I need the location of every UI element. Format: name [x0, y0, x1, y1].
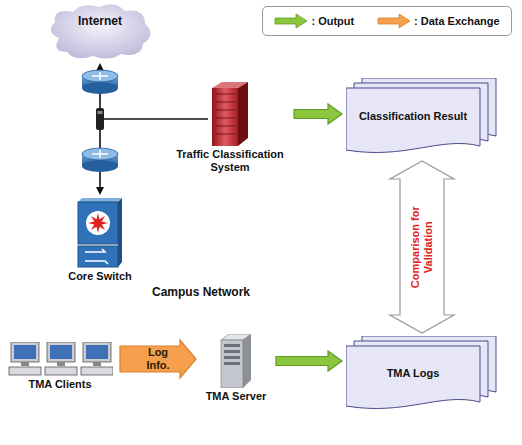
node-label: TMA Server [200, 390, 272, 403]
shape [118, 198, 122, 267]
cloud-shape [45, 2, 155, 60]
shape [215, 126, 235, 127]
pc-icon [9, 342, 41, 375]
connector-arrow [120, 340, 196, 378]
pc-icon [45, 342, 77, 375]
shape [78, 202, 118, 244]
node-cloud1: Internet [45, 2, 155, 60]
node-label: TMA Clients [4, 378, 116, 391]
node-docs: TMA Logs [346, 336, 498, 414]
shape [78, 246, 118, 267]
node-label: TMA Logs [350, 346, 476, 400]
shape [224, 362, 240, 365]
shape [221, 340, 243, 388]
shape [238, 82, 248, 146]
shape [88, 213, 108, 233]
legend-arrow-sample [377, 13, 411, 29]
shape [57, 362, 65, 366]
shape [85, 249, 108, 264]
node-docs: Classification Result [346, 78, 498, 158]
node-label: Core Switch [50, 270, 150, 283]
shape [45, 367, 77, 375]
client-pcs-icon [7, 342, 113, 376]
node-redserver: Traffic Classification System [170, 82, 290, 173]
connector-arrow [276, 351, 342, 371]
shape [215, 118, 235, 119]
node-label: Classification Result [350, 88, 476, 144]
node-label: Traffic Classification System [170, 148, 290, 173]
shape [50, 345, 72, 359]
legend-item: : Data Exchange [377, 13, 500, 29]
connector-arrow [294, 104, 342, 124]
shape [275, 14, 307, 28]
shape [51, 4, 151, 58]
shape [215, 94, 235, 95]
shape [215, 102, 235, 103]
shape [11, 342, 39, 362]
shape [243, 334, 251, 388]
legend-box: : Output : Data Exchange [262, 6, 512, 36]
shape [86, 345, 108, 359]
switch-icon [77, 198, 123, 268]
connector-arrow [390, 161, 454, 333]
shape [224, 344, 240, 347]
shape [93, 362, 101, 366]
shape [78, 198, 122, 202]
tap-line [100, 118, 208, 120]
node-pcs: TMA Clients [4, 342, 116, 391]
shape [86, 211, 110, 235]
legend-item: : Output [274, 13, 354, 29]
node-switch: Core Switch [50, 198, 150, 283]
server-icon [208, 82, 252, 146]
shape [224, 350, 240, 353]
router-symbol [82, 148, 118, 172]
node-label: Campus Network [146, 286, 256, 300]
document-page [346, 346, 480, 408]
shape [378, 14, 410, 28]
shape [81, 367, 113, 375]
shape [40, 167, 349, 344]
shape [21, 362, 29, 366]
shape [83, 342, 111, 362]
node-server: TMA Server [200, 334, 272, 403]
shape [14, 345, 36, 359]
shape [215, 134, 235, 135]
shape [224, 356, 240, 359]
shape [212, 88, 238, 146]
node-cloud2: Campus Network [28, 160, 363, 352]
network-tap [96, 108, 104, 130]
router-symbol [82, 70, 118, 94]
node-label: Internet [45, 15, 155, 29]
shape [47, 342, 75, 362]
legend-text: : Output [311, 15, 354, 28]
edge-label: Log Info. [139, 346, 177, 372]
shape [215, 110, 235, 111]
document-page [346, 88, 480, 152]
edge-label: Comparison for Validation [409, 182, 435, 312]
legend-text: : Data Exchange [414, 15, 500, 28]
cloud-shape [28, 160, 363, 352]
legend-arrow-sample [274, 13, 308, 29]
server-icon [219, 334, 253, 388]
pc-icon [81, 342, 113, 375]
shape [9, 367, 41, 375]
